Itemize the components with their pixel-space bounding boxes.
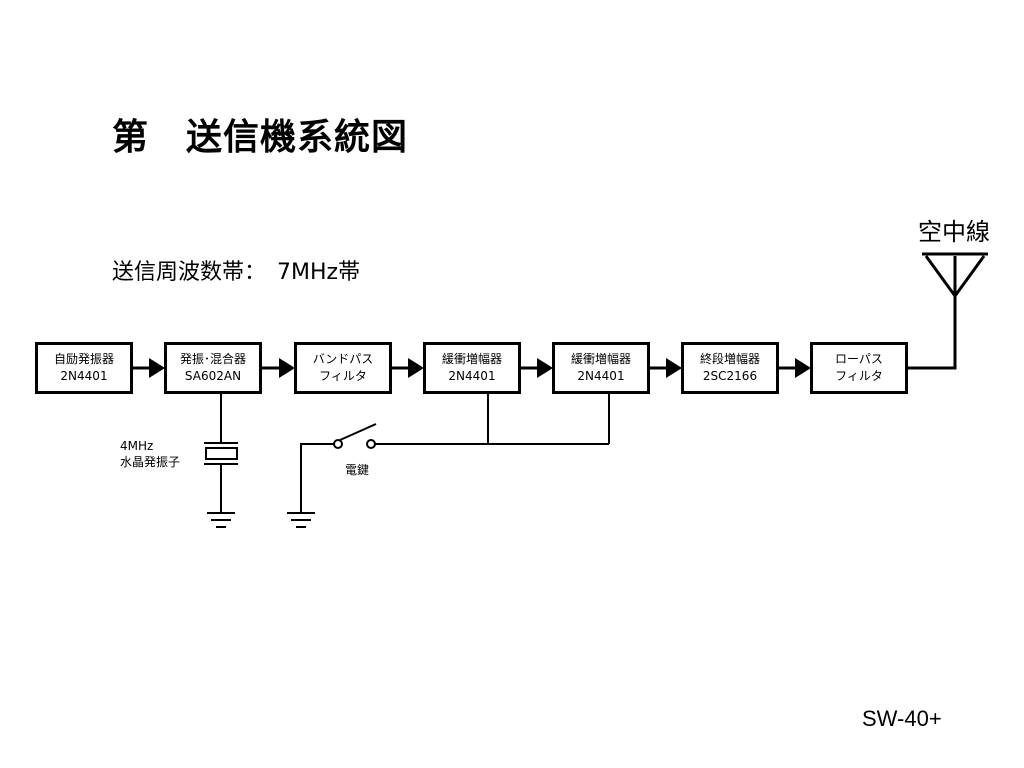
crystal-label: 4MHz 水晶発振子 [120,438,180,470]
arrow-3-4 [408,358,424,378]
block-part: SA602AN [184,369,242,383]
crystal-frequency: 4MHz [120,439,154,453]
key-switch-icon [333,423,377,449]
block-part: 2N4401 [60,369,108,383]
crystal-name: 水晶発振子 [120,455,181,469]
block-part: 2N4401 [577,369,625,383]
block-name: 終段増幅器 [699,352,760,366]
page-title: 第 送信機系統図 [112,117,409,158]
block-name: ローパス [835,352,883,366]
arrow-6-7 [795,358,811,378]
block-part: 2N4401 [448,369,496,383]
key-ground-wire [300,443,338,513]
antenna-label: 空中線 [918,218,990,246]
page-footer: SW-40+ [862,706,942,731]
block-bandpass-filter: バンドパス フィルタ [294,342,392,394]
antenna-icon [922,252,988,299]
block-part: フィルタ [835,369,883,383]
block-part: フィルタ [319,369,367,383]
ground-icon-crystal [207,512,235,528]
block-final-amplifier: 終段増幅器 2SC2166 [681,342,779,394]
crystal-icon [204,442,238,465]
key-label: 電鍵 [345,463,370,477]
block-oscillator-mixer: 発振･混合器 SA602AN [164,342,262,394]
block-name: 緩衝増幅器 [441,352,502,366]
arrow-4-5 [537,358,553,378]
block-self-excited-oscillator: 自励発振器 2N4401 [35,342,133,394]
block-name: 自励発振器 [53,352,114,366]
block-buffer-amplifier-2: 緩衝増幅器 2N4401 [552,342,650,394]
frequency-band-label: 送信周波数帯： 7MHz帯 [112,260,361,285]
arrow-1-2 [149,358,165,378]
antenna-feed-line [907,258,957,370]
block-name: 発振･混合器 [179,352,246,366]
arrow-2-3 [279,358,295,378]
ground-icon-key [287,512,315,528]
block-name: 緩衝増幅器 [570,352,631,366]
block-name: バンドパス [312,352,374,366]
arrow-5-6 [666,358,682,378]
block-buffer-amplifier-1: 緩衝増幅器 2N4401 [423,342,521,394]
block-part: 2SC2166 [702,369,758,383]
block-lowpass-filter: ローパス フィルタ [810,342,908,394]
